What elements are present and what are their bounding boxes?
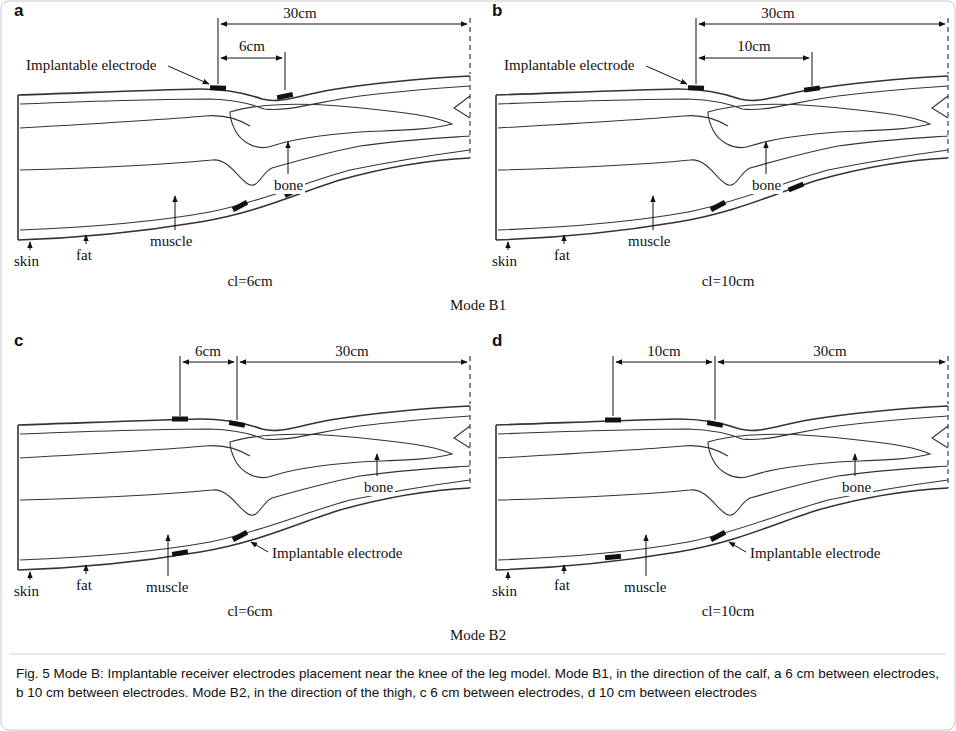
dimension-label: 30cm (761, 4, 794, 22)
spacing-label: cl=10cm (702, 272, 755, 290)
tissue-label: muscle (150, 232, 193, 250)
tissue-label: fat (76, 576, 92, 594)
spacing-label: cl=6cm (227, 272, 272, 290)
tissue-label: bone (362, 478, 395, 496)
dimension-label: 10cm (647, 342, 680, 360)
tissue-label: muscle (146, 578, 189, 596)
panel-letter: d (492, 332, 502, 350)
dimension-label: 30cm (813, 342, 846, 360)
spacing-label: cl=6cm (227, 602, 272, 620)
panel-d (496, 356, 948, 580)
panel-b (496, 18, 948, 250)
callout-label: Implantable electrode (504, 56, 634, 74)
dimension-label: 10cm (737, 37, 770, 55)
panel-letter: b (492, 2, 502, 20)
tissue-label: skin (14, 252, 39, 270)
dimension-label: 6cm (195, 342, 221, 360)
tissue-label: bone (750, 176, 783, 194)
spacing-label: cl=10cm (702, 602, 755, 620)
figure-caption: Fig. 5 Mode B: Implantable receiver elec… (16, 664, 940, 702)
panel-letter: c (14, 332, 23, 350)
tissue-label: skin (492, 582, 517, 600)
tissue-label: muscle (628, 232, 671, 250)
panel-a (18, 18, 470, 250)
tissue-label: fat (76, 246, 92, 264)
dimension-label: 6cm (239, 37, 265, 55)
tissue-label: bone (840, 478, 873, 496)
dimension-label: 30cm (335, 342, 368, 360)
tissue-label: skin (492, 252, 517, 270)
tissue-label: bone (272, 176, 305, 194)
callout-label: Implantable electrode (748, 544, 882, 562)
tissue-label: fat (554, 576, 570, 594)
caption-rule (10, 654, 946, 655)
mode-label: Mode B2 (450, 626, 506, 644)
callout-label: Implantable electrode (26, 56, 156, 74)
tissue-label: skin (14, 582, 39, 600)
panel-c (18, 356, 470, 580)
callout-label: Implantable electrode (270, 544, 404, 562)
dimension-label: 30cm (283, 4, 316, 22)
tissue-label: muscle (624, 578, 667, 596)
panel-letter: a (14, 2, 23, 20)
tissue-label: fat (554, 246, 570, 264)
mode-label: Mode B1 (450, 296, 506, 314)
